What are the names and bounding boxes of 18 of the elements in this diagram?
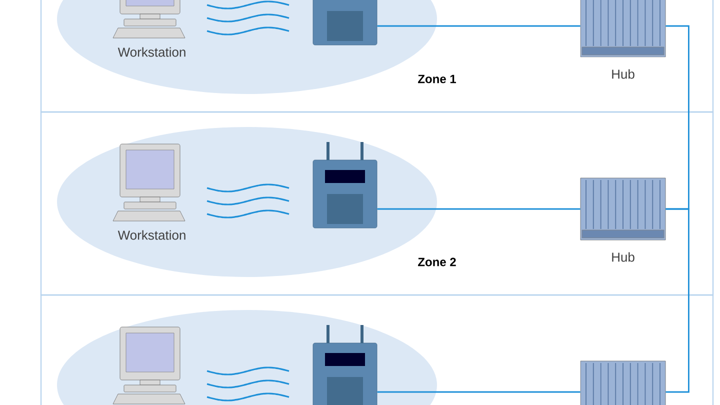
access-point-drawing xyxy=(312,325,378,405)
hub-drawing xyxy=(580,360,666,405)
zone-band xyxy=(40,111,714,296)
workstation-drawing: Workstation xyxy=(112,0,186,57)
access-point-drawing xyxy=(312,142,378,228)
zone-band xyxy=(40,0,714,113)
connector-line xyxy=(666,208,690,393)
workstation-drawing: Workstation xyxy=(112,144,186,240)
connector-line xyxy=(377,391,580,393)
zone-label: Zone 1 xyxy=(418,74,456,84)
zone-band xyxy=(40,294,714,405)
connector-line xyxy=(666,25,690,210)
hub-label: Hub xyxy=(612,69,634,79)
connector-line xyxy=(377,25,580,27)
connector-line xyxy=(377,208,580,210)
access-point-drawing xyxy=(312,0,378,46)
hub-label: Hub xyxy=(612,252,634,262)
zone-label: Zone 2 xyxy=(418,258,456,266)
